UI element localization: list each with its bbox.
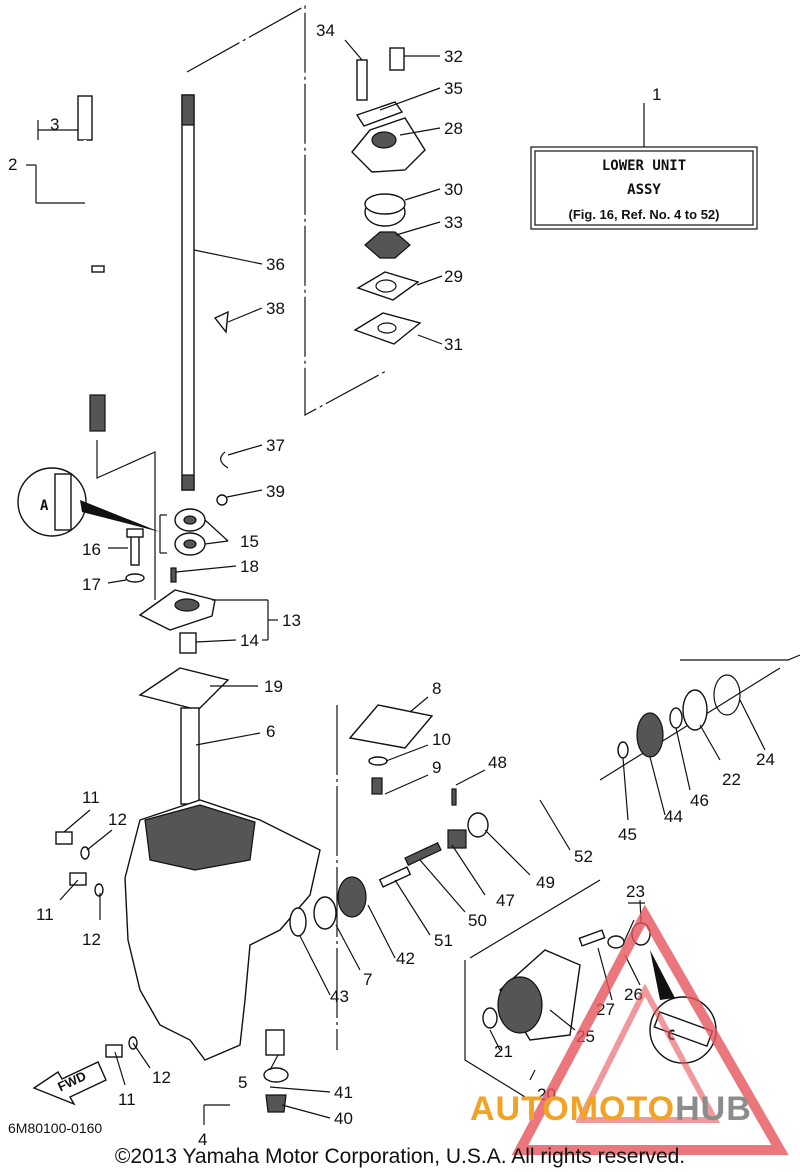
upper-housing	[138, 589, 230, 805]
ref-8: 8	[432, 679, 441, 698]
diagram-code: 6M80100-0160	[8, 1120, 102, 1136]
ref-41: 41	[334, 1083, 353, 1102]
ref-48: 48	[488, 753, 507, 772]
ref-52: 52	[574, 847, 593, 866]
propeller-shaft	[289, 674, 741, 937]
watermark-moto: MOTO	[570, 1090, 675, 1128]
ref-23: 23	[626, 882, 645, 901]
ref-10: 10	[432, 730, 451, 749]
ref-40: 40	[334, 1109, 353, 1128]
ref-6: 6	[266, 722, 275, 741]
ref-12a: 12	[108, 810, 127, 829]
ref-33: 33	[444, 213, 463, 232]
drive-shaft	[181, 94, 229, 506]
ref-42: 42	[396, 949, 415, 968]
grease-badge-a: A	[17, 467, 160, 537]
upper-bearings	[125, 508, 206, 583]
svg-text:AUTOMOTOHUB: AUTOMOTOHUB	[470, 1090, 752, 1128]
shift-rod	[77, 95, 106, 432]
ref-12c: 12	[152, 1068, 171, 1087]
ref-34: 34	[316, 21, 335, 40]
ref-35: 35	[444, 79, 463, 98]
ref-11a: 11	[82, 788, 100, 807]
ref-45: 45	[618, 825, 637, 844]
ref-7: 7	[363, 970, 372, 989]
ref-22: 22	[722, 770, 741, 789]
ref-3: 3	[50, 115, 59, 134]
ref-44: 44	[664, 807, 683, 826]
ref-5: 5	[238, 1073, 247, 1092]
ref-15: 15	[240, 532, 259, 551]
ref-28: 28	[444, 119, 463, 138]
ref-16: 16	[82, 540, 101, 559]
grease-badge-c: C	[649, 950, 717, 1064]
ref-21: 21	[494, 1042, 513, 1061]
badge-a-label: A	[40, 498, 49, 514]
ref-2: 2	[8, 155, 17, 174]
title-line-2: ASSY	[627, 182, 661, 198]
watermark-logo: AUTOMOTOHUB	[470, 904, 789, 1155]
ref-30: 30	[444, 180, 463, 199]
ref-11b: 11	[36, 905, 54, 924]
ref-12b: 12	[82, 930, 101, 949]
ref-18: 18	[240, 557, 259, 576]
water-pump	[351, 47, 426, 345]
ref-43: 43	[330, 987, 349, 1006]
copyright-text: ©2013 Yamaha Motor Corporation, U.S.A. A…	[115, 1145, 685, 1168]
ref-9: 9	[432, 758, 441, 777]
watermark-auto: AUTO	[470, 1090, 570, 1128]
ref-29: 29	[444, 267, 463, 286]
ref-11c: 11	[118, 1090, 136, 1109]
callout-numbers: 2 3 4 5 6 7 8 9 10 11 11 11 12 12 12 13 …	[8, 21, 775, 1149]
ref-17: 17	[82, 575, 101, 594]
leaders	[26, 39, 766, 1125]
ref-32: 32	[444, 47, 463, 66]
ref-31: 31	[444, 335, 463, 354]
ref-1: 1	[652, 85, 661, 104]
ref-38: 38	[266, 299, 285, 318]
ref-51: 51	[434, 931, 453, 950]
title-box: LOWER UNIT ASSY (Fig. 16, Ref. No. 4 to …	[530, 85, 758, 230]
ref-46: 46	[690, 791, 709, 810]
ref-49: 49	[536, 873, 555, 892]
ref-50: 50	[468, 911, 487, 930]
watermark-hub: HUB	[675, 1090, 752, 1128]
ref-37: 37	[266, 436, 285, 455]
fwd-arrow: FWD	[32, 1061, 107, 1106]
ref-36: 36	[266, 255, 285, 274]
ref-19: 19	[264, 677, 283, 696]
frame-lines	[96, 4, 800, 1101]
ref-4: 4	[198, 1130, 207, 1149]
ref-39: 39	[266, 482, 285, 501]
title-line-1: LOWER UNIT	[602, 158, 686, 174]
title-line-3: (Fig. 16, Ref. No. 4 to 52)	[569, 207, 720, 222]
ref-14: 14	[240, 631, 259, 650]
ref-24: 24	[756, 750, 775, 769]
anode	[348, 704, 434, 795]
ref-13: 13	[282, 611, 301, 630]
ref-47: 47	[496, 891, 515, 910]
gearcase	[55, 799, 321, 1113]
